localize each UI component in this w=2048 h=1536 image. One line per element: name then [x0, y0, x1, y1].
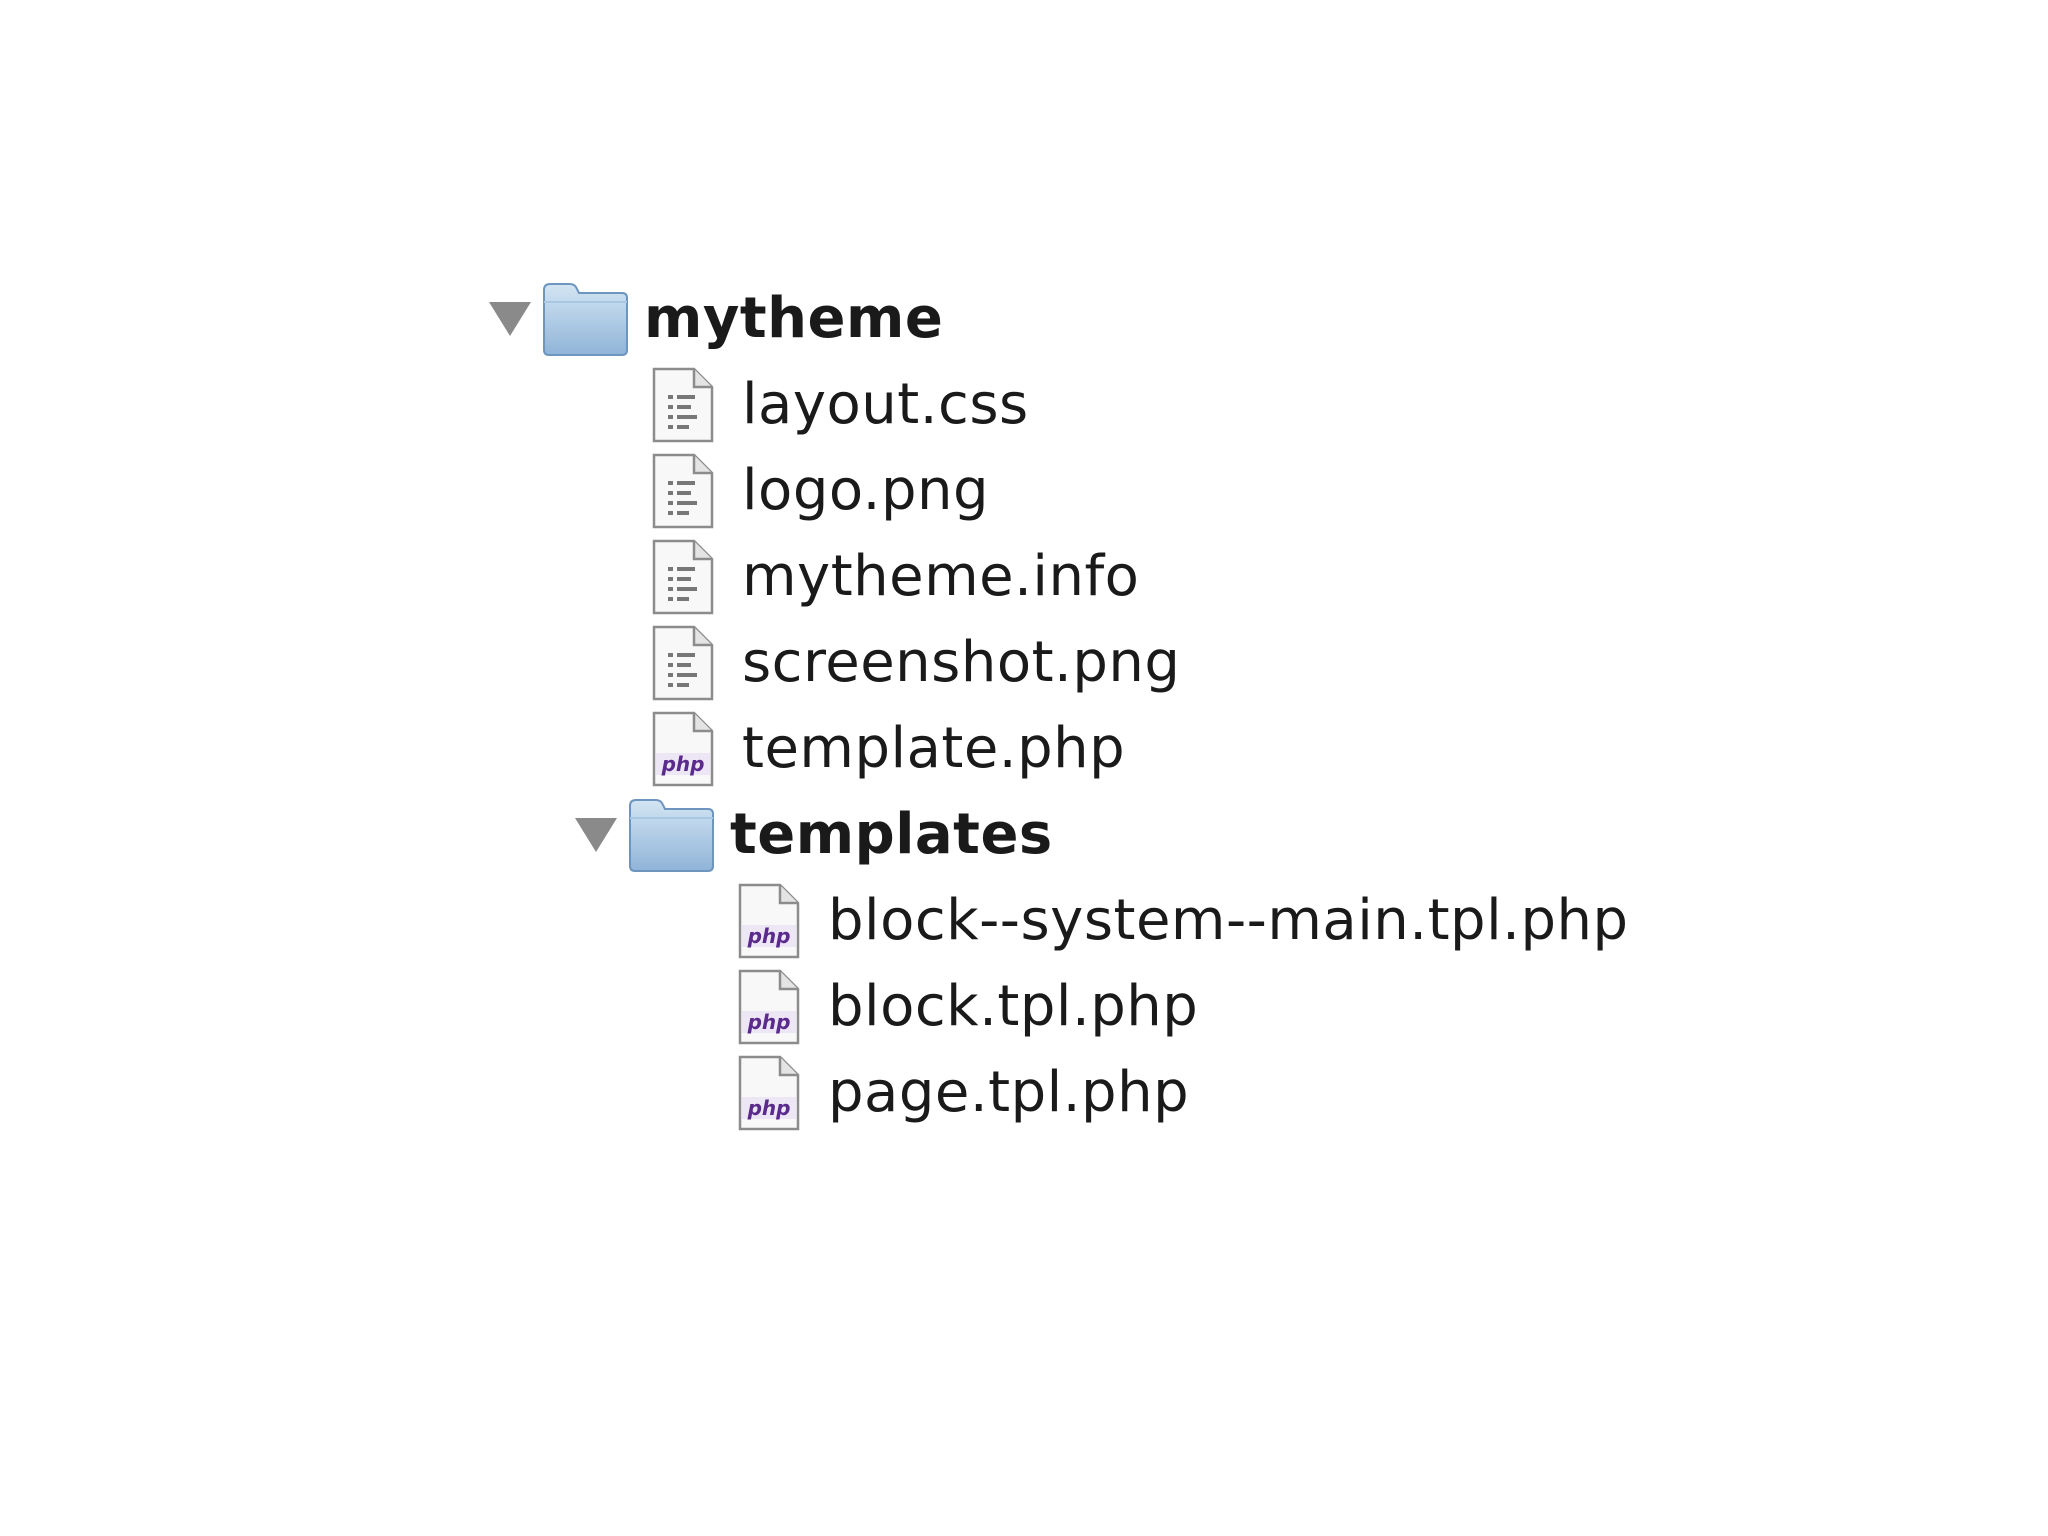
- file-name-label: template.php: [742, 716, 1126, 781]
- svg-text:php: php: [747, 1010, 791, 1034]
- php-file-icon: php: [734, 1053, 804, 1133]
- folder-name-label: templates: [730, 802, 1053, 867]
- tree-row-mytheme-info[interactable]: mytheme.info: [648, 534, 1139, 620]
- file-name-label: logo.png: [742, 458, 990, 523]
- php-file-icon: php: [734, 967, 804, 1047]
- tree-row-templates[interactable]: templates: [566, 792, 1053, 878]
- text-file-icon: [648, 537, 718, 617]
- tree-row-template-php[interactable]: php template.php: [648, 706, 1125, 792]
- svg-text:php: php: [747, 924, 791, 948]
- svg-text:php: php: [661, 752, 705, 776]
- php-file-icon: php: [734, 881, 804, 961]
- file-name-label: layout.css: [742, 372, 1029, 437]
- tree-row-block-tpl-php[interactable]: php block.tpl.php: [734, 964, 1198, 1050]
- svg-text:php: php: [747, 1096, 791, 1120]
- file-name-label: mytheme.info: [742, 544, 1140, 609]
- tree-row-layout-css[interactable]: layout.css: [648, 362, 1029, 448]
- folder-icon: [626, 796, 716, 874]
- text-file-icon: [648, 623, 718, 703]
- php-file-icon: php: [648, 709, 718, 789]
- disclosure-triangle-expanded-icon[interactable]: [566, 805, 626, 865]
- text-file-icon: [648, 365, 718, 445]
- tree-row-page-tpl-php[interactable]: php page.tpl.php: [734, 1050, 1189, 1136]
- tree-row-block-system-main-tpl-php[interactable]: php block--system--main.tpl.php: [734, 878, 1629, 964]
- text-file-icon: [648, 451, 718, 531]
- file-name-label: block.tpl.php: [828, 974, 1199, 1039]
- disclosure-triangle-expanded-icon[interactable]: [480, 289, 540, 349]
- tree-row-mytheme[interactable]: mytheme: [480, 276, 943, 362]
- tree-row-logo-png[interactable]: logo.png: [648, 448, 989, 534]
- file-name-label: screenshot.png: [742, 630, 1181, 695]
- folder-name-label: mytheme: [644, 286, 944, 351]
- tree-row-screenshot-png[interactable]: screenshot.png: [648, 620, 1180, 706]
- folder-icon: [540, 280, 630, 358]
- file-name-label: block--system--main.tpl.php: [828, 888, 1629, 953]
- file-name-label: page.tpl.php: [828, 1060, 1190, 1125]
